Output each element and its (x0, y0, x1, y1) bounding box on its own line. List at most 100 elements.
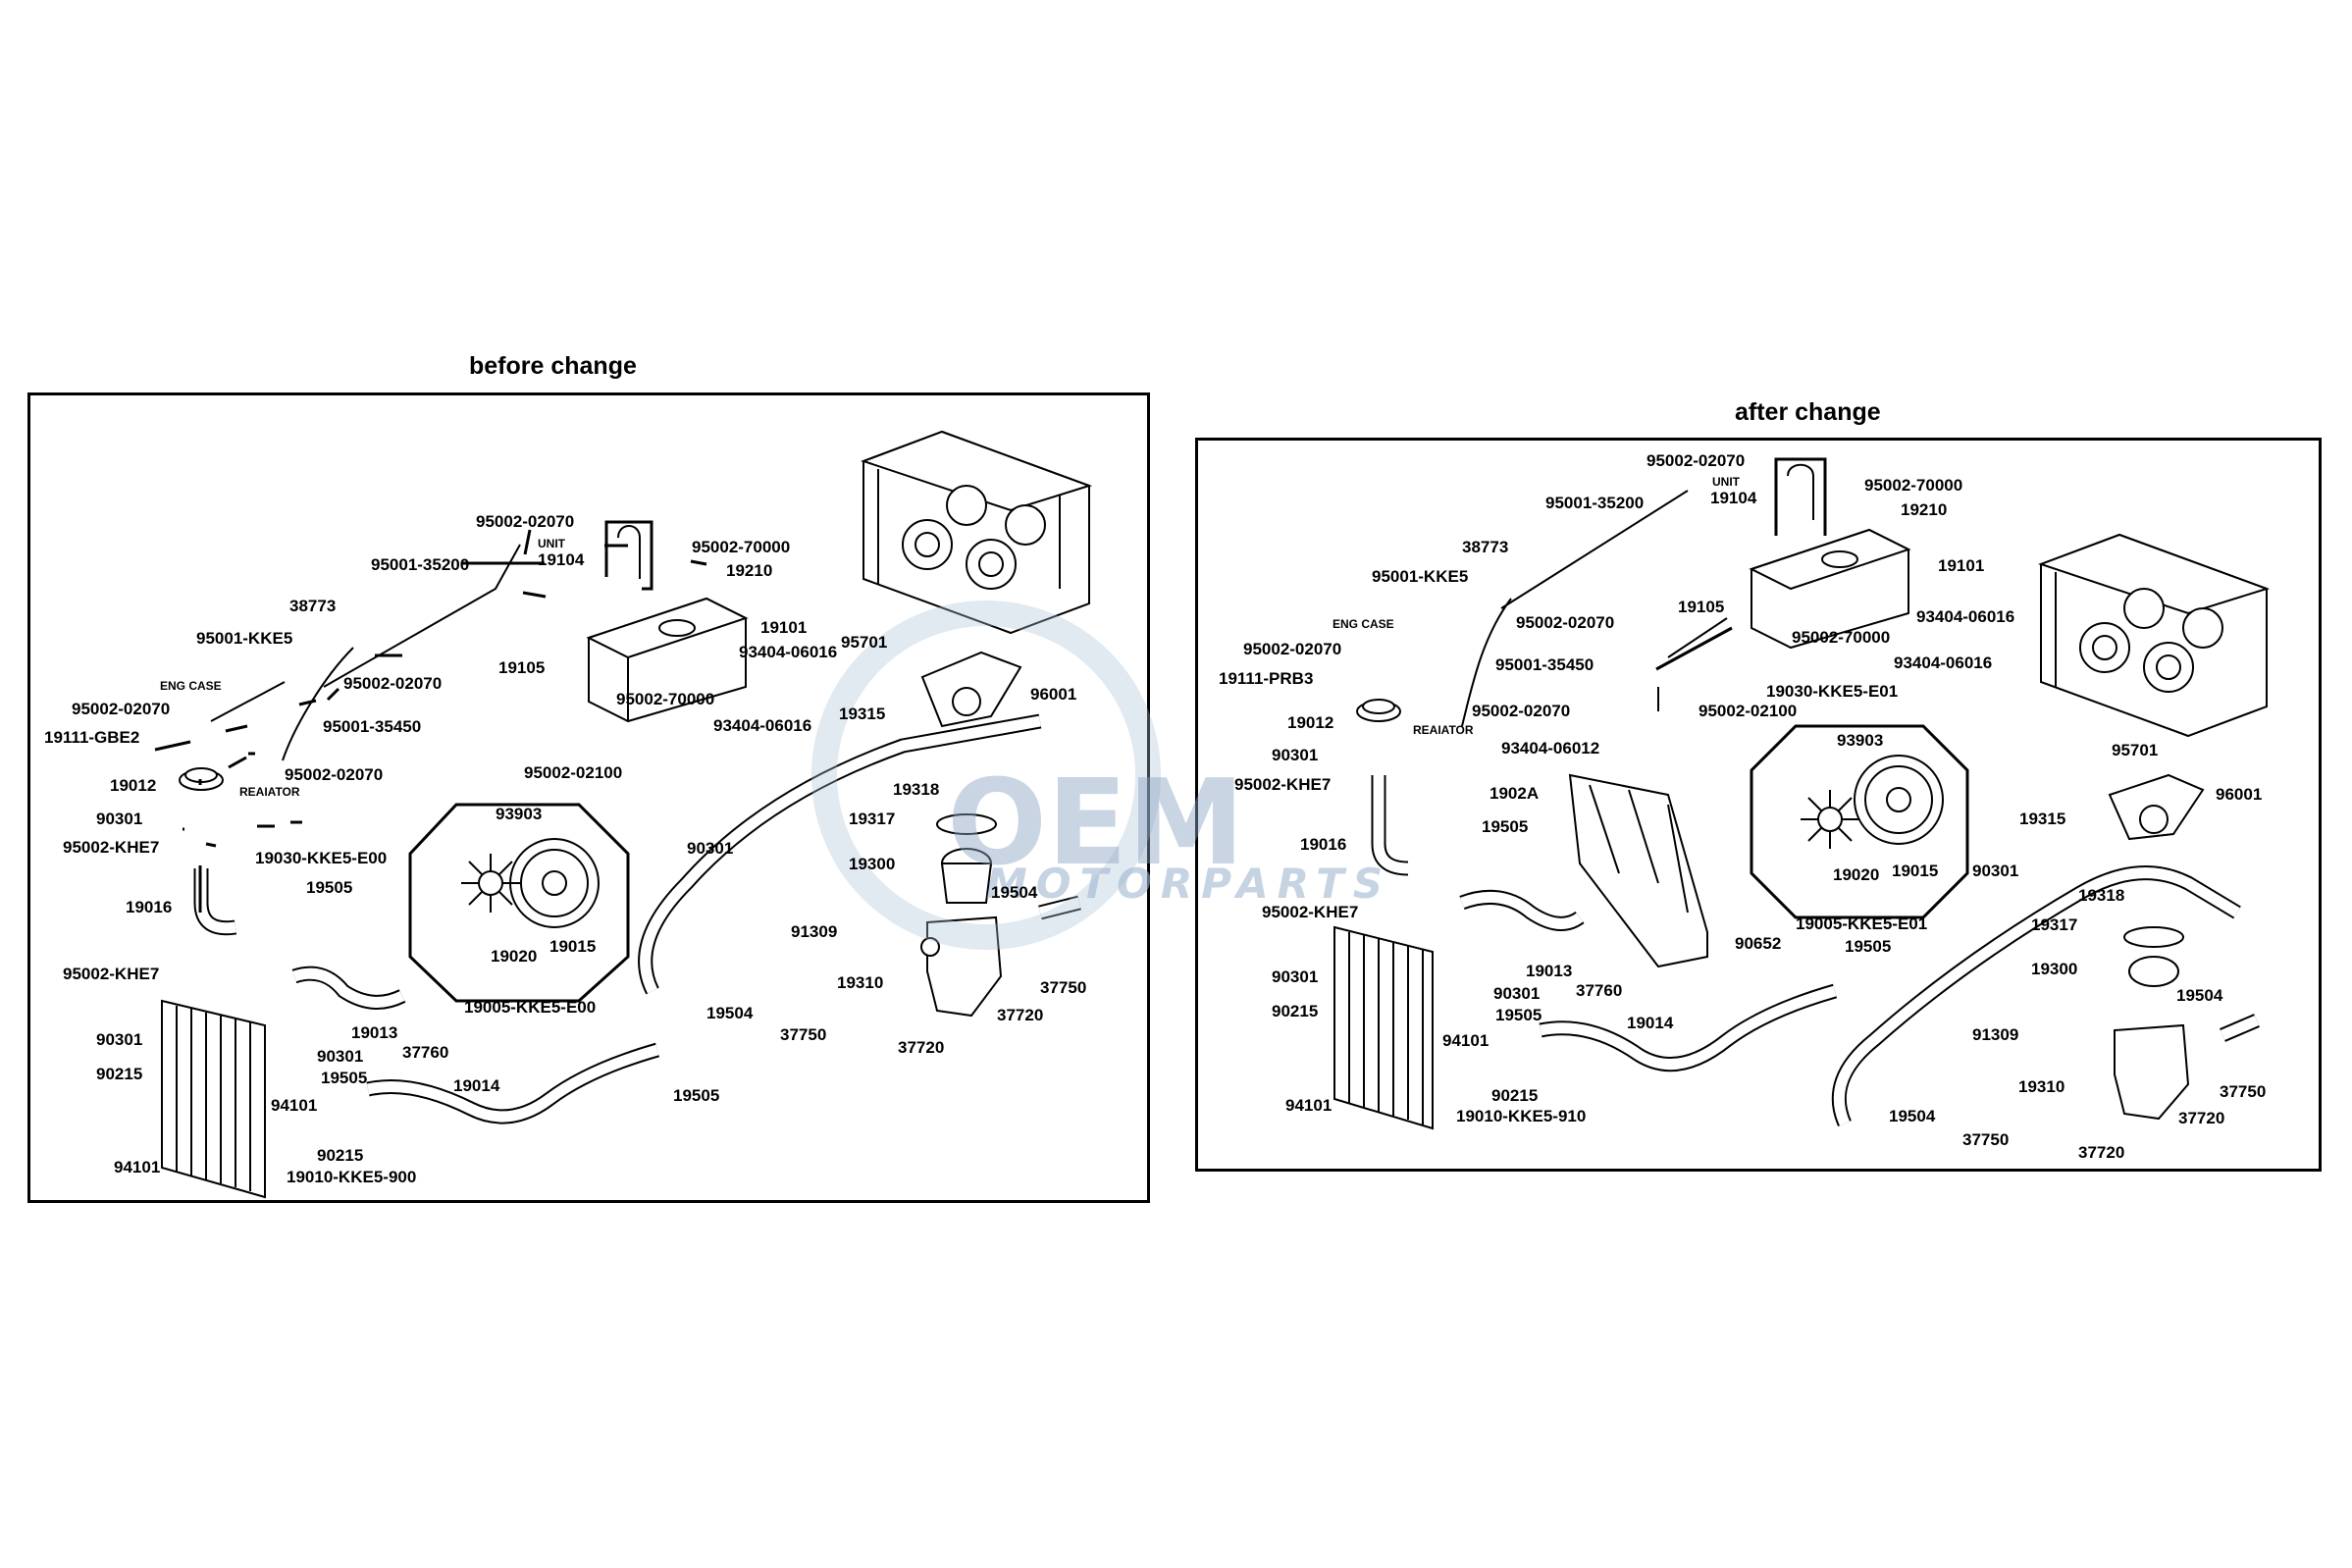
label-19505-b: 19505 (321, 1069, 367, 1087)
label-95002-70000: 95002-70000 (1864, 476, 1962, 495)
label-95002-02070-left: 95002-02070 (1243, 640, 1341, 658)
label-95002-02070: 95002-02070 (1646, 451, 1745, 470)
label-37760: 37760 (402, 1043, 448, 1062)
label-95002-70000-mid: 95002-70000 (1792, 628, 1890, 647)
label-unit: UNIT (1712, 475, 1741, 489)
label-1902A: 1902A (1490, 784, 1539, 803)
label-37750-b: 37750 (780, 1025, 826, 1044)
label-19012: 19012 (1287, 713, 1333, 732)
label-95701: 95701 (841, 633, 887, 652)
label-95002-70000: 95002-70000 (692, 538, 790, 556)
label-19310: 19310 (837, 973, 883, 992)
label-90652: 90652 (1735, 934, 1781, 953)
label-reaiator: REAIATOR (239, 785, 300, 799)
label-95002-KHE7: 95002-KHE7 (1234, 775, 1331, 794)
label-19030-KKE5-E01: 19030-KKE5-E01 (1766, 682, 1898, 701)
label-19504: 19504 (706, 1004, 754, 1022)
thermostat-after (2108, 773, 2205, 1121)
label-19005-KKE5-E00: 19005-KKE5-E00 (464, 998, 596, 1017)
label-unit: UNIT (538, 537, 566, 550)
label-90301-b: 90301 (96, 1030, 142, 1049)
label-19111-GBE2: 19111-GBE2 (44, 728, 139, 747)
label-19210: 19210 (726, 561, 772, 580)
label-93404-06016: 93404-06016 (739, 643, 837, 661)
after-labels: 95002-02070 UNIT 19104 95002-70000 19210… (1219, 451, 2266, 1162)
label-19015: 19015 (1892, 862, 1938, 880)
label-37750-b: 37750 (1962, 1130, 2009, 1149)
label-90301-d: 90301 (317, 1047, 363, 1066)
label-19310: 19310 (2018, 1077, 2065, 1096)
label-19317: 19317 (2031, 915, 2077, 934)
label-95002-70000-mid: 95002-70000 (616, 690, 714, 708)
label-95001-35450: 95001-35450 (1495, 655, 1594, 674)
label-95002-KHE7: 95002-KHE7 (63, 838, 159, 857)
label-95002-KHE7-b: 95002-KHE7 (63, 965, 159, 983)
label-90215: 90215 (1272, 1002, 1318, 1020)
label-19315: 19315 (2019, 810, 2065, 828)
label-95002-02070-low: 95002-02070 (1472, 702, 1570, 720)
label-90301-c: 90301 (687, 839, 733, 858)
before-change-frame (27, 392, 1150, 1203)
label-19300: 19300 (2031, 960, 2077, 978)
label-19010-KKE5-910: 19010-KKE5-910 (1456, 1107, 1586, 1125)
label-19020: 19020 (491, 947, 537, 966)
radiator-after (1333, 925, 1434, 1130)
label-37750: 37750 (2220, 1082, 2266, 1101)
label-93404-06016-b: 93404-06016 (1894, 653, 1992, 672)
label-90301-c: 90301 (1493, 984, 1540, 1003)
label-90301: 90301 (96, 810, 142, 828)
label-95002-02070: 95002-02070 (476, 512, 574, 531)
label-91309: 91309 (1972, 1025, 2018, 1044)
label-95002-02070-mid: 95002-02070 (1516, 613, 1614, 632)
label-94101-b: 94101 (271, 1096, 317, 1115)
label-96001: 96001 (2216, 785, 2262, 804)
label-19005-KKE5-E01: 19005-KKE5-E01 (1796, 915, 1927, 933)
before-change-title: before change (469, 352, 637, 380)
label-19505-c: 19505 (673, 1086, 719, 1105)
label-reaiator: REAIATOR (1413, 723, 1474, 737)
label-38773: 38773 (1462, 538, 1508, 556)
label-94101-b: 94101 (1285, 1096, 1332, 1115)
label-38773: 38773 (289, 597, 336, 615)
label-19101: 19101 (1938, 556, 1984, 575)
label-19318: 19318 (893, 780, 939, 799)
label-93903: 93903 (496, 805, 542, 823)
watermark: OEM MOTORPARTS (811, 601, 1383, 950)
label-95001-KKE5: 95001-KKE5 (196, 629, 292, 648)
label-93404-06016-b: 93404-06016 (713, 716, 811, 735)
label-19504-b: 19504 (2176, 986, 2223, 1005)
label-19104: 19104 (538, 550, 585, 569)
cylinder-head-after (2038, 533, 2271, 738)
watermark-logo: OEM (947, 756, 1244, 892)
label-93903: 93903 (1837, 731, 1883, 750)
label-eng-case: ENG CASE (1333, 617, 1394, 631)
label-93404-06016: 93404-06016 (1916, 607, 2014, 626)
before-labels: 95002-02070 UNIT 19104 95002-70000 19210… (44, 512, 1086, 1186)
label-90301-d: 90301 (1272, 967, 1318, 986)
label-91309: 91309 (791, 922, 837, 941)
label-19504: 19504 (1889, 1107, 1936, 1125)
label-95001-KKE5: 95001-KKE5 (1372, 567, 1468, 586)
shroud-after (1568, 773, 1708, 968)
before-drawings (161, 430, 1093, 1199)
label-93404-06012: 93404-06012 (1501, 739, 1599, 758)
label-94101: 94101 (114, 1158, 160, 1176)
label-95002-02070-left: 95002-02070 (72, 700, 170, 718)
after-drawings (1333, 457, 2271, 1130)
label-96001: 96001 (1030, 685, 1076, 704)
label-90301: 90301 (1272, 746, 1318, 764)
label-37750: 37750 (1040, 978, 1086, 997)
label-19010-KKE5-900: 19010-KKE5-900 (287, 1168, 416, 1186)
label-37720-b: 37720 (898, 1038, 944, 1057)
after-change-title: after change (1735, 398, 1881, 426)
reservoir-after (1749, 528, 1911, 650)
radiator-before (161, 999, 266, 1199)
label-95002-02070-mid: 95002-02070 (343, 674, 442, 693)
label-19504-b: 19504 (991, 883, 1038, 902)
label-19013: 19013 (351, 1023, 397, 1042)
thermostat-before (920, 651, 1022, 1018)
label-95701: 95701 (2112, 741, 2158, 759)
label-90215: 90215 (96, 1065, 142, 1083)
label-19030-KKE5-E00: 19030-KKE5-E00 (255, 849, 387, 867)
